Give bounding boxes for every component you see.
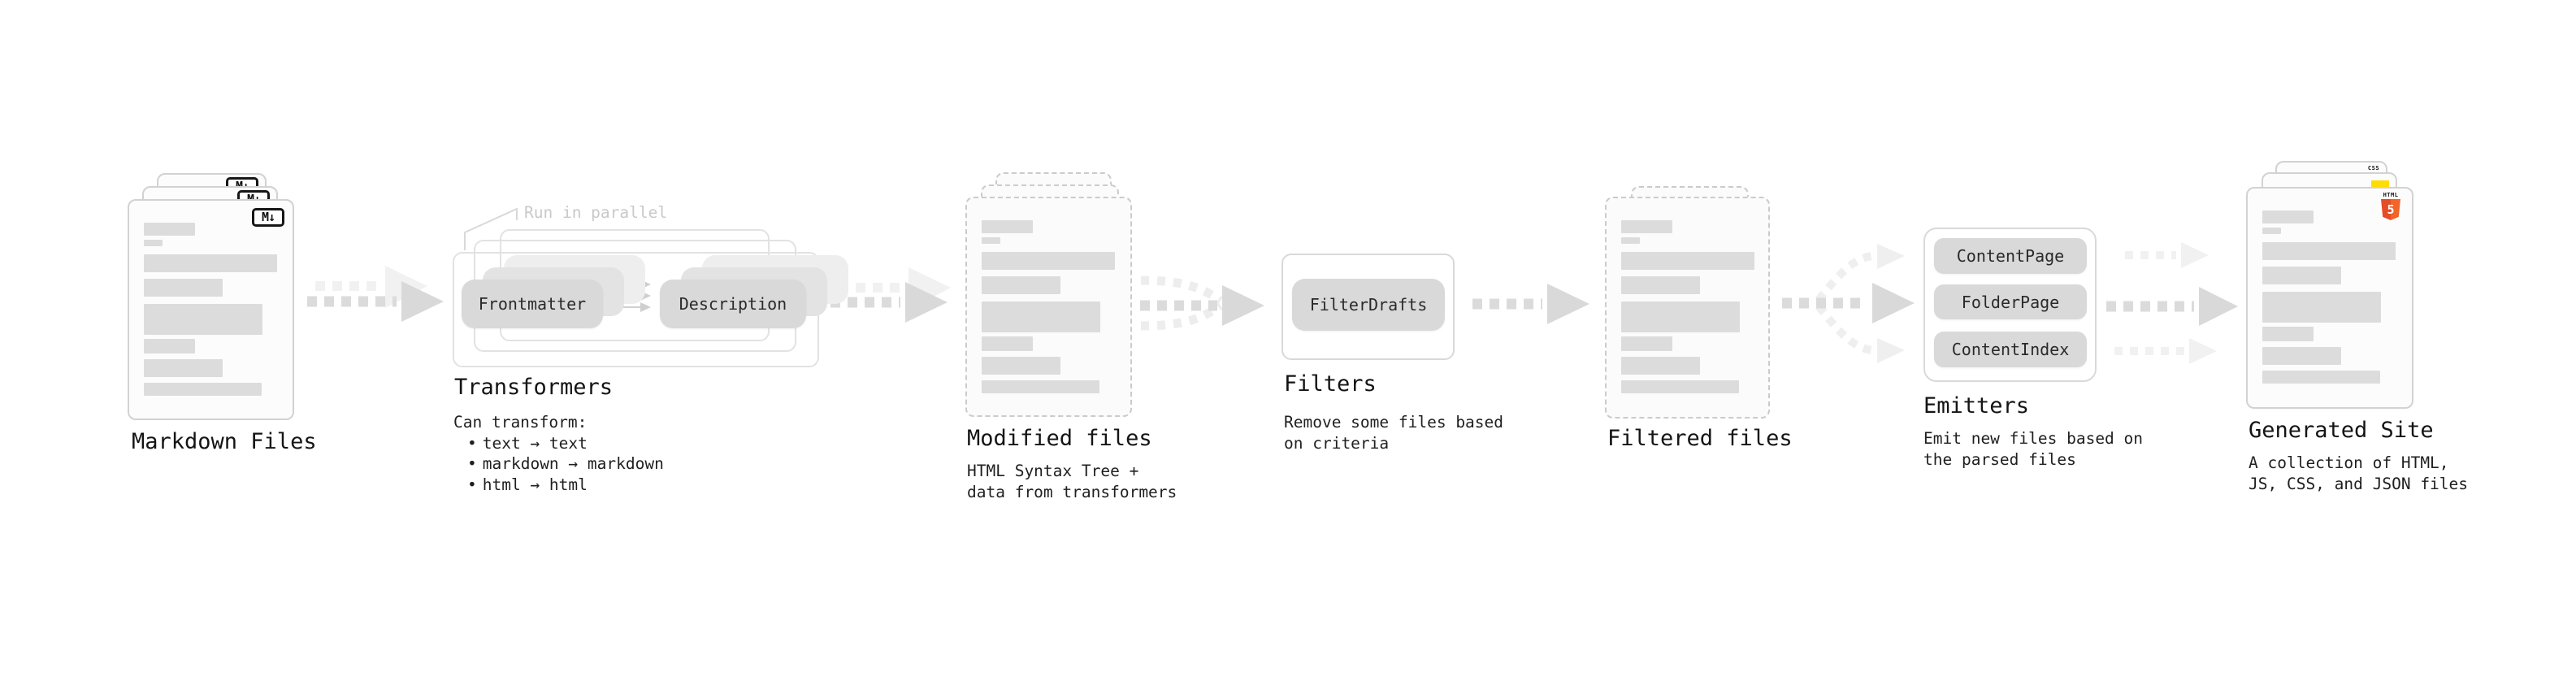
text-line-placeholder	[1621, 237, 1640, 244]
text-line-placeholder	[1621, 276, 1700, 294]
emitter-pill-folderpage: FolderPage	[1934, 284, 2087, 319]
text-line-placeholder	[1621, 301, 1740, 332]
run-in-parallel-note: Run in parallel	[524, 203, 668, 222]
stage-generated-site: CSS HTML 5 Generated Site A collection o…	[2246, 161, 2522, 518]
emitter-pill-contentindex: ContentIndex	[1934, 332, 2087, 367]
text-line-placeholder	[1621, 252, 1754, 270]
arrow-transformers-to-modified	[830, 267, 951, 323]
filters-description: Remove some files based on criteria	[1284, 413, 1504, 453]
stage-title-generated-site: Generated Site	[2249, 418, 2434, 443]
stage-title-filtered-files: Filtered files	[1607, 426, 1793, 451]
stage-emitters: ContentPage FolderPage ContentIndex Emit…	[1923, 228, 2184, 504]
stage-title-modified-files: Modified files	[967, 426, 1152, 451]
text-line-placeholder	[2262, 327, 2314, 341]
text-line-placeholder	[144, 240, 163, 246]
text-line-placeholder	[982, 357, 1060, 375]
stage-markdown-files: M↓ M↓ M↓ Markdown Files	[128, 161, 371, 502]
stage-modified-files: Modified files HTML Syntax Tree + data f…	[965, 172, 1209, 530]
stage-transformers: Run in parallel Frontmatter Description …	[453, 203, 848, 544]
text-line-placeholder	[982, 301, 1100, 332]
text-line-placeholder	[982, 276, 1060, 294]
text-line-placeholder	[982, 336, 1033, 351]
text-line-placeholder	[1621, 357, 1700, 375]
transform-bullet: •text → text	[467, 433, 588, 453]
stage-title-transformers: Transformers	[454, 375, 614, 400]
stage-title-markdown-files: Markdown Files	[132, 429, 317, 454]
stage-title-emitters: Emitters	[1923, 393, 2030, 419]
text-line-placeholder	[2262, 242, 2396, 260]
text-line-placeholder	[1621, 220, 1672, 233]
stage-filters: FilterDrafts Filters Remove some files b…	[1281, 254, 1542, 497]
text-line-placeholder	[982, 220, 1033, 233]
transform-bullet: •markdown → markdown	[467, 454, 664, 473]
text-line-placeholder	[982, 237, 1000, 244]
modified-file-card	[965, 197, 1132, 417]
text-line-placeholder	[1621, 380, 1739, 393]
filtered-file-card	[1605, 197, 1770, 419]
text-line-placeholder	[2262, 210, 2314, 223]
html5-icon: HTML 5	[2381, 192, 2400, 220]
text-line-placeholder	[1621, 336, 1672, 351]
emitter-pill-contentpage: ContentPage	[1934, 238, 2087, 274]
markdown-icon: M↓	[252, 208, 284, 227]
text-line-placeholder	[144, 304, 262, 335]
transformers-description: Can transform: •text → text •markdown → …	[453, 412, 664, 495]
transformer-pill-frontmatter: Frontmatter	[462, 280, 603, 328]
markdown-file-card: M↓	[128, 199, 294, 420]
text-line-placeholder	[2262, 347, 2341, 365]
stage-filtered-files: Filtered files	[1605, 186, 1849, 527]
emitters-description: Emit new files based on the parsed files	[1923, 429, 2144, 469]
text-line-placeholder	[982, 252, 1115, 270]
can-transform-heading: Can transform:	[453, 413, 588, 432]
generated-site-description: A collection of HTML, JS, CSS, and JSON …	[2249, 453, 2469, 493]
generated-file-card-html: HTML 5	[2246, 187, 2413, 409]
text-line-placeholder	[144, 359, 223, 377]
text-line-placeholder	[2262, 371, 2380, 384]
text-line-placeholder	[144, 339, 195, 354]
text-line-placeholder	[144, 254, 277, 272]
text-line-placeholder	[2262, 228, 2281, 234]
transform-bullet: •html → html	[467, 475, 588, 494]
filter-pill-filterdrafts: FilterDrafts	[1292, 279, 1445, 331]
text-line-placeholder	[144, 223, 195, 236]
text-line-placeholder	[144, 279, 223, 297]
text-line-placeholder	[982, 380, 1099, 393]
modified-files-description: HTML Syntax Tree + data from transformer…	[967, 462, 1177, 501]
transformer-pill-description: Description	[660, 280, 806, 328]
text-line-placeholder	[2262, 292, 2381, 323]
text-line-placeholder	[2262, 267, 2341, 284]
text-line-placeholder	[144, 383, 262, 396]
stage-title-filters: Filters	[1284, 371, 1377, 397]
